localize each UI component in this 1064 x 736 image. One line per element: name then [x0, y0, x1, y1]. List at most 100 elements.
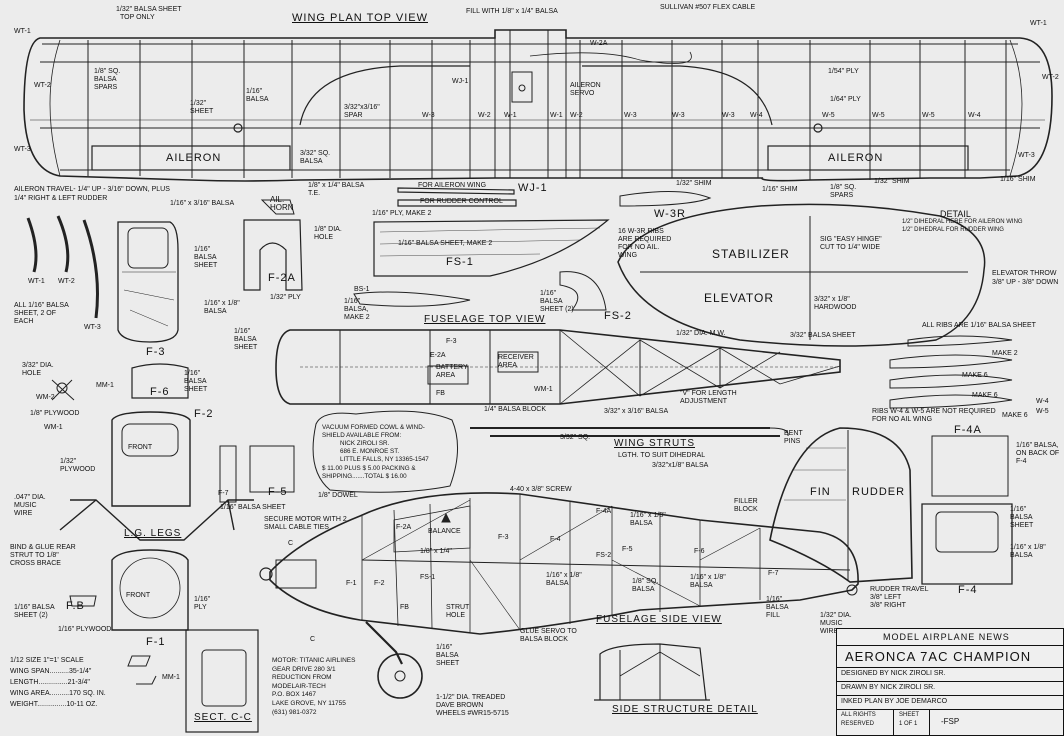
part-label: MM-1 [96, 382, 114, 389]
vacuum-note-line: SHIELD AVAILABLE FROM: [322, 432, 402, 439]
fuselage-label: LGTH. TO SUIT DIHEDRAL [618, 452, 706, 459]
part-label: F-2 [194, 408, 214, 420]
aileron-label: AILERON [166, 152, 222, 164]
part-label: 1/2" DIHEDRAL FOR RUDDER WING [902, 227, 1004, 233]
part-label: ELEVATOR THROW [992, 270, 1057, 277]
vacuum-note-line: LITTLE FALLS, NY 13365-1547 [340, 456, 429, 463]
initials: -FSP [941, 717, 960, 726]
wing-label: WJ-1 [452, 78, 469, 85]
wing-label: WT-2 [34, 82, 51, 89]
part-label: W-3R [654, 208, 686, 220]
part-label: 1/16" BALSA SHEET [184, 370, 208, 393]
wing-label: W-1 [504, 112, 517, 119]
wing-label: W-5 [872, 112, 885, 119]
fuselage-label: F-2A [396, 524, 412, 531]
part-label: MAKE 6 [962, 372, 988, 379]
vacuum-note-line: SHIPPING.......TOTAL $ 16.00 [322, 473, 407, 480]
wing-label: 1/8" x 1/4" BALSA T.E. [308, 182, 364, 197]
part-label: MAKE 6 [1002, 412, 1028, 419]
part-label: 1/16" x 1/8" BALSA [204, 300, 240, 315]
wing-label: 1/8" SQ. BALSA SPARS [94, 68, 121, 91]
fuselage-label: FB [436, 390, 445, 397]
part-label: 1/16" PLY [194, 596, 211, 611]
fuselage-label: 1/32" DIA. MUSIC WIRE [820, 612, 852, 635]
part-label: F-7 [218, 490, 229, 497]
stabilizer-drawing [617, 203, 986, 347]
part-label: F-2A [268, 272, 296, 284]
fuselage-label: 1/16" BALSA FILL [766, 596, 789, 619]
part-label: 1/16" BALSA, ON BACK OF F-4 [1016, 442, 1060, 465]
fuselage-label: 4-40 x 3/8" SCREW [510, 486, 572, 493]
fuselage-label: 3/32" BALSA SHEET [790, 332, 856, 339]
landing-gear-heading: L.G. LEGS [124, 528, 182, 539]
spec-weight: WEIGHT...............10-11 OZ. [10, 701, 98, 708]
fuselage-label: F-3 [446, 338, 457, 345]
specifications: 1/12 SIZE 1"=1' SCALE WING SPAN.........… [10, 655, 180, 710]
part-label: FOR AILERON WING [418, 182, 487, 189]
wing-label: WT-1 [14, 28, 31, 35]
fuselage-label: 3/8" RIGHT [870, 602, 906, 609]
fuselage-side-heading: FUSELAGE SIDE VIEW [596, 614, 722, 625]
fuselage-label: 1/8" SQ. BALSA [632, 578, 659, 593]
part-label: 1/16" x 3/16" BALSA [170, 200, 235, 207]
elevator-label: ELEVATOR [704, 291, 775, 305]
part-label: FRONT [128, 444, 153, 451]
wing-label: 3/32"x3/16" SPAR [344, 104, 380, 119]
spec-wing-area: WING AREA..........170 SQ. IN. [10, 690, 106, 697]
fuselage-label: C [310, 636, 316, 643]
vacuum-note-line: $ 11.00 PLUS $ 5.00 PACKING & [322, 465, 416, 472]
motor-note-line: LAKE GROVE, NY 11755 [272, 699, 346, 707]
part-label: 1/16" PLY, MAKE 2 [372, 210, 432, 217]
wing-label: TOP ONLY [120, 14, 155, 21]
vacuum-note-line: NICK ZIROLI SR. [340, 440, 390, 447]
part-label: 1/2" DIHEDRAL HERE FOR AILERON WING [902, 219, 1023, 225]
fuselage-label: 3/32"x1/8" BALSA [652, 462, 709, 469]
drawn-by: DRAWN BY NICK ZIROLI SR. [841, 684, 936, 691]
fuselage-label: RUDDER TRAVEL [870, 586, 929, 593]
wing-label: 1/64" PLY [830, 96, 861, 103]
wing-label: W-3 [722, 112, 735, 119]
plan-title: AERONCA 7AC CHAMPION [845, 649, 1032, 664]
part-label: AIL. HORN [270, 195, 294, 212]
fuselage-label: FB [400, 604, 409, 611]
rudder-label: RUDDER [852, 486, 906, 498]
fin-label: FIN [810, 486, 831, 498]
part-label: WT-2 [58, 278, 75, 285]
detail-heading: DETAIL [940, 209, 971, 219]
part-label: 1/16" BALSA SHEET [1010, 506, 1034, 529]
motor-note-line: (631) 981-0372 [272, 708, 317, 716]
motor-note: MOTOR: TITANIC AIRLINES GEAR DRIVE 280 3… [272, 657, 355, 717]
fuselage-label: FILLER BLOCK [734, 498, 758, 513]
part-label: F-6 [150, 386, 170, 398]
part-label: 1/16" BALSA, MAKE 2 [344, 298, 370, 321]
fuselage-label: FS-2 [596, 552, 612, 559]
wing-label: WT-2 [1042, 74, 1059, 81]
divider [837, 709, 1063, 710]
fuselage-label: F-7 [768, 570, 779, 577]
fuselage-label: F-3 [498, 534, 509, 541]
divider [837, 695, 1063, 696]
fuselage-label: BATTERY AREA [436, 364, 468, 379]
part-label: F-3 [146, 346, 166, 358]
title-block: MODEL AIRPLANE NEWS AERONCA 7AC CHAMPION… [836, 628, 1064, 736]
fuselage-label: WM-1 [534, 386, 553, 393]
fuselage-label: "V" FOR LENGTH ADJUSTMENT [680, 390, 737, 405]
wing-label: 1/32" BALSA SHEET [116, 6, 182, 13]
part-label: 3/32" DIA. HOLE [22, 362, 54, 377]
part-label: F.B [66, 600, 85, 612]
wing-label: W-3 [624, 112, 637, 119]
wing-label: 1/32" SHIM [676, 180, 712, 187]
fuselage-label: 1/16" x 1/8" BALSA [630, 512, 666, 527]
divider [837, 667, 1063, 668]
part-label: WT-3 [84, 324, 101, 331]
sheet-number: SHEET [899, 712, 920, 718]
fuselage-label: 1/16" BALSA SHEET [234, 328, 258, 351]
fuselage-label: STRUT HOLE [446, 604, 470, 619]
part-label: FS-1 [446, 256, 474, 268]
divider [893, 709, 894, 735]
stabilizer-label: STABILIZER [712, 247, 790, 261]
vacuum-note-line: 686 E. MONROE ST. [340, 448, 400, 455]
rights: RESERVED [841, 721, 874, 727]
wing-label: W-5 [822, 112, 835, 119]
part-label: 1/32" PLYWOOD [60, 458, 96, 473]
